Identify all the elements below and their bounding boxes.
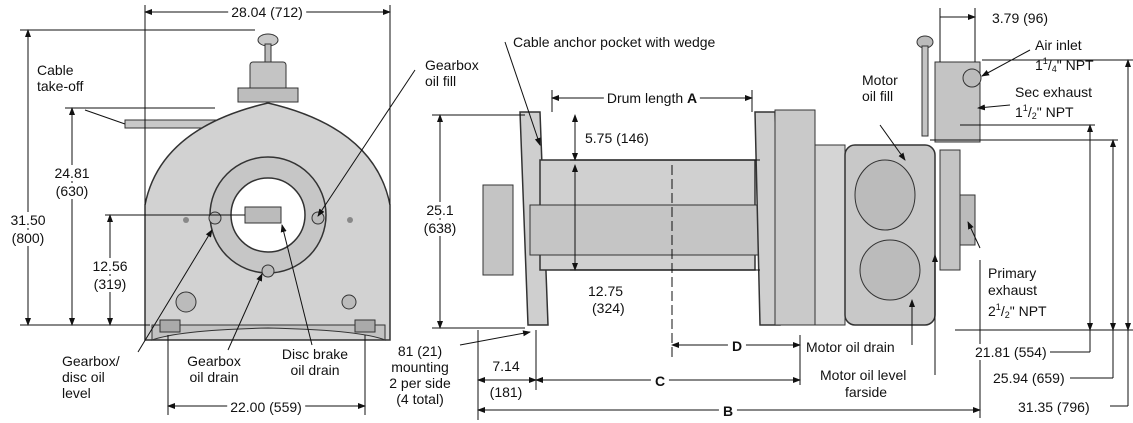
dim-3135-label: 31.35 (796) <box>1018 399 1090 415</box>
dim-2181-label: 21.81 (554) <box>975 344 1047 360</box>
front-height-mid-label: 24.81 <box>54 165 90 181</box>
primary-exhaust-unit: " NPT <box>1009 303 1047 319</box>
primary-exhaust-whole: 2 <box>988 303 996 319</box>
disc-brake-drain-line1: Disc brake <box>281 346 349 362</box>
dim-575-label: 5.75 (146) <box>585 130 649 146</box>
gearbox-disc-oil-line2: disc oil <box>62 369 105 385</box>
gearbox-disc-oil-line3: level <box>62 385 91 401</box>
air-inlet-line2: 11/4" NPT <box>1035 56 1094 74</box>
gearbox-oil-drain-line1: Gearbox <box>187 353 241 369</box>
motor-oil-fill-line1: Motor <box>862 72 898 88</box>
primary-exhaust-line2: exhaust <box>988 282 1038 298</box>
dim-2594-label: 25.94 (659) <box>993 370 1065 386</box>
motor-oil-level-line1: Motor oil level <box>820 367 907 383</box>
side-view-winch <box>482 35 982 326</box>
dim-251-mm: (638) <box>423 220 457 236</box>
air-inlet-den: 4 <box>1051 64 1057 74</box>
gearbox-oil-fill-line1: Gearbox <box>425 57 479 73</box>
front-height-low-mm: (319) <box>93 276 127 292</box>
dim-d-letter: D <box>727 338 747 354</box>
dim-251-label: 25.1 <box>426 202 454 218</box>
cable-takeoff-label-line1: Cable <box>37 62 74 78</box>
sec-exhaust-unit: " NPT <box>1036 104 1074 120</box>
primary-exhaust-num: 1 <box>995 302 1001 312</box>
front-height-low-label: 12.56 <box>92 258 128 274</box>
gearbox-oil-drain-line2: oil drain <box>189 369 239 385</box>
air-inlet-whole: 1 <box>1035 57 1043 73</box>
dim-714-mm: (181) <box>489 384 523 400</box>
front-height-total-mm: (800) <box>11 230 45 246</box>
mounting-line1: 81 (21) <box>397 343 443 359</box>
air-inlet-num: 1 <box>1042 56 1048 66</box>
gearbox-disc-oil-line1: Gearbox/ <box>62 353 120 369</box>
dim-714-label: 7.14 <box>492 358 520 374</box>
primary-exhaust-line3: 21/2" NPT <box>988 302 1047 320</box>
primary-exhaust-line1: Primary <box>988 265 1037 281</box>
sec-exhaust-line1: Sec exhaust <box>1015 84 1093 100</box>
dim-1275-label: 12.75 <box>588 283 624 299</box>
dim-1275-mm: (324) <box>592 300 625 316</box>
drum-length-label: Drum length A <box>603 90 701 106</box>
mounting-line3: 2 per side <box>389 375 451 391</box>
dim-b-letter: B <box>718 403 738 419</box>
front-view-dimensions <box>20 5 416 415</box>
drum-length-text: Drum length <box>606 90 684 106</box>
drum-length-letter: A <box>687 90 698 106</box>
front-base-width-label: 22.00 (559) <box>227 399 305 415</box>
front-height-total-label: 31.50 <box>10 212 46 228</box>
motor-oil-level-line2: farside <box>845 384 888 400</box>
cable-takeoff-label-line2: take-off <box>37 78 84 94</box>
dim-c-letter: C <box>650 373 670 389</box>
front-view-winch <box>124 33 391 341</box>
sec-exhaust-line2: 11/2" NPT <box>1015 103 1074 121</box>
disc-brake-drain-line2: oil drain <box>290 362 340 378</box>
motor-oil-fill-line2: oil fill <box>862 88 894 104</box>
sec-exhaust-whole: 1 <box>1015 104 1023 120</box>
mounting-line4: (4 total) <box>396 391 444 407</box>
front-width-label: 28.04 (712) <box>228 4 306 20</box>
front-height-mid-mm: (630) <box>55 183 89 199</box>
dim-379-label: 3.79 (96) <box>992 10 1049 26</box>
cable-anchor-label: Cable anchor pocket with wedge <box>513 34 716 50</box>
motor-oil-drain-label: Motor oil drain <box>806 339 895 355</box>
mounting-line2: mounting <box>391 359 449 375</box>
primary-exhaust-den: 2 <box>1004 310 1010 320</box>
air-inlet-line1: Air inlet <box>1035 37 1082 53</box>
gearbox-oil-fill-line2: oil fill <box>425 73 457 89</box>
sec-exhaust-num: 1 <box>1022 103 1028 113</box>
air-inlet-unit: " NPT <box>1056 57 1094 73</box>
sec-exhaust-den: 2 <box>1031 111 1037 121</box>
